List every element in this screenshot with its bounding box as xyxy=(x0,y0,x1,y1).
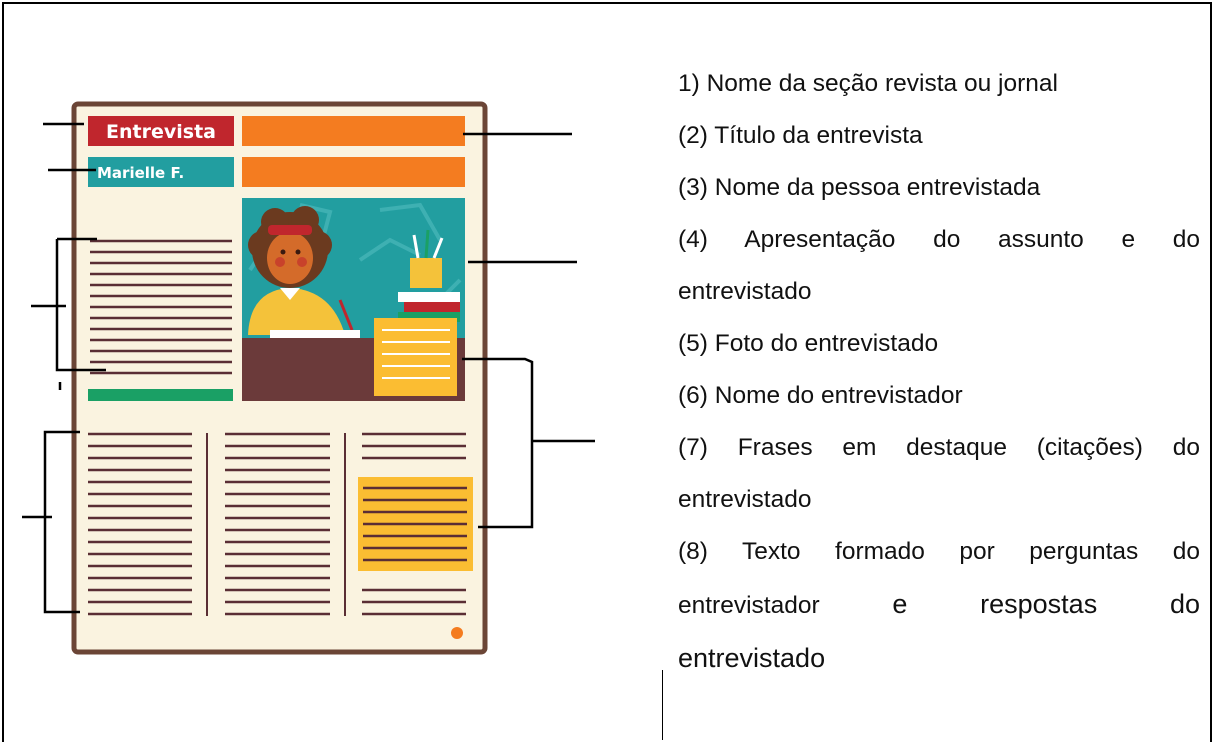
interview-title-bar xyxy=(242,116,465,146)
pull-quote-lines xyxy=(363,486,467,562)
column-2-text-lines xyxy=(225,432,330,616)
interviewee-name-bar xyxy=(242,157,465,187)
legend-item-6: (6) Nome do entrevistador xyxy=(678,382,963,409)
column-1-text-lines xyxy=(88,432,192,616)
annotation-pointers xyxy=(22,122,595,614)
interviewer-bar xyxy=(88,389,233,401)
legend-item-8-word-2: e xyxy=(892,589,908,619)
section-name-box xyxy=(88,116,234,146)
section-name-label: Entrevista xyxy=(106,121,216,143)
legend-item-4-line-1: (4) Apresentação do assunto e do xyxy=(678,226,1200,253)
magazine-illustration: Entrevista Marielle F. xyxy=(22,101,595,655)
legend-item-3: (3) Nome da pessoa entrevistada xyxy=(678,174,1041,201)
intro-text-lines xyxy=(90,239,232,375)
photo-note-lines xyxy=(382,329,450,379)
interviewer-name-box xyxy=(88,157,234,187)
legend-item-5: (5) Foto do entrevistado xyxy=(678,330,939,357)
legend-item-8-line-2: entrevistador e respostas do xyxy=(678,578,1200,632)
legend-item-4-line-2: entrevistado xyxy=(678,278,812,305)
divider-line xyxy=(662,670,663,740)
legend-item-8-word-4: do xyxy=(1169,589,1200,619)
interviewer-name-label: Marielle F. xyxy=(97,164,184,182)
legend-item-8-line-3: entrevistado xyxy=(678,643,826,673)
legend-item-7-line-1: (7) Frases em destaque (citações) do xyxy=(678,434,1200,461)
legend-item-8-line-1: (8) Texto formado por perguntas do xyxy=(678,538,1200,565)
legend-item-2: (2) Título da entrevista xyxy=(678,122,923,149)
interviewee-photo xyxy=(242,198,465,401)
column-3-text-lines xyxy=(362,432,466,616)
legend: 1) Nome da seção revista ou jornal (2) T… xyxy=(678,58,1200,684)
legend-item-7-line-2: entrevistado xyxy=(678,486,812,513)
legend-item-8-word-3: respostas xyxy=(980,589,1098,619)
page-dot xyxy=(451,627,463,639)
legend-item-8-word-1: entrevistador xyxy=(678,592,820,619)
legend-item-1: 1) Nome da seção revista ou jornal xyxy=(678,70,1058,97)
